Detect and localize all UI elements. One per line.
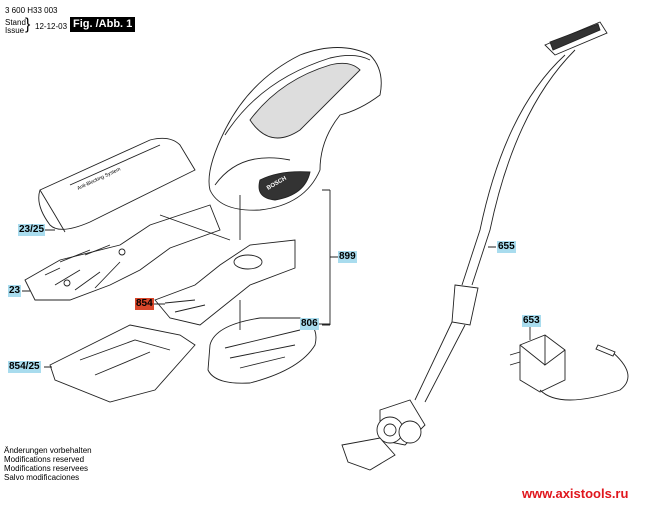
footer-line-de: Änderungen vorbehalten <box>4 446 92 455</box>
grass-blade-854 <box>154 239 296 326</box>
brace: } <box>25 16 31 33</box>
footer-line-en: Modifications reserved <box>4 455 85 464</box>
website-link[interactable]: www.axistools.ru <box>522 486 629 501</box>
footer-line-es: Salvo modificaciones <box>4 473 80 482</box>
base-plate-806 <box>207 317 317 384</box>
assembly-lines <box>159 189 338 330</box>
blade-cover-23-25 <box>38 137 196 233</box>
figure-label: Fig. /Abb. 1 <box>70 17 136 32</box>
shear-handle-unit <box>208 47 382 211</box>
part-number: 3 600 H33 003 <box>5 6 58 15</box>
stand-label: Stand <box>5 18 26 27</box>
part-label-806: 806 <box>300 318 319 330</box>
part-label-23-25: 23/25 <box>18 224 46 236</box>
charger-653 <box>509 325 629 401</box>
part-label-899: 899 <box>338 251 357 263</box>
part-label-854-25: 854/25 <box>8 361 41 373</box>
part-label-655: 655 <box>497 241 516 253</box>
leader-lines <box>22 229 496 368</box>
shrub-blade-23 <box>24 204 221 301</box>
part-label-854: 854 <box>135 298 154 310</box>
part-label-23: 23 <box>8 285 22 297</box>
issue-label: Issue <box>5 26 25 35</box>
blade-guard-854-25 <box>49 324 196 403</box>
footer-line-fr: Modifications reservees <box>4 464 89 473</box>
issue-date: 12-12-03 <box>35 22 68 31</box>
part-label-653: 653 <box>522 315 541 327</box>
telescopic-handle-655 <box>341 21 608 471</box>
